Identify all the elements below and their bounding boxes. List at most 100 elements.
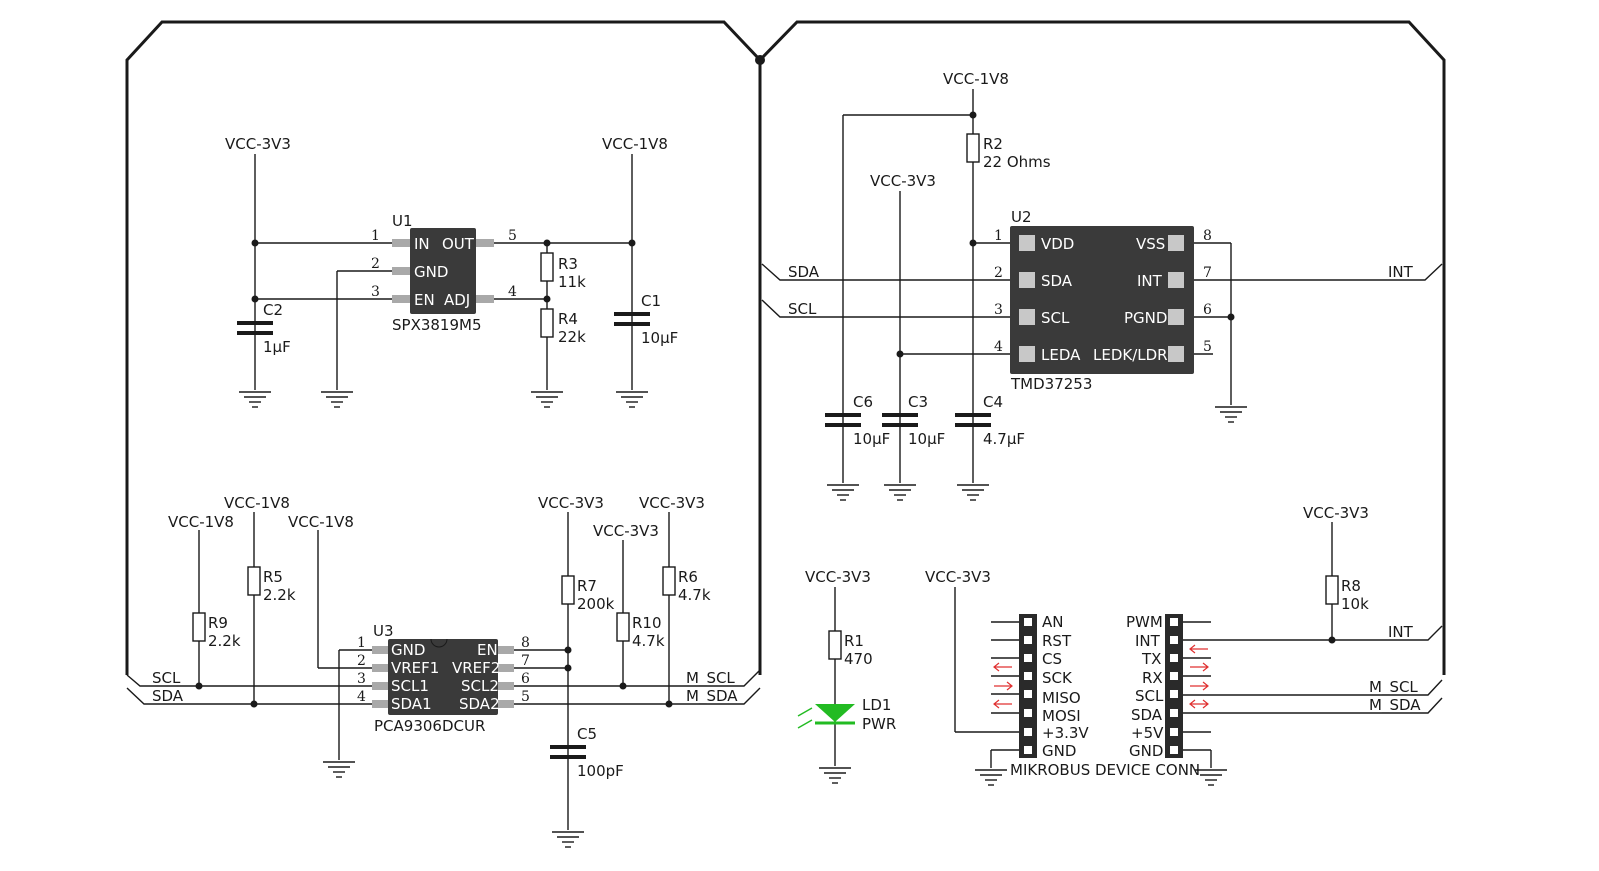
r10-resistor	[616, 612, 630, 642]
arrow-icon	[993, 699, 1012, 709]
u2-pin-label: VSS	[1136, 235, 1165, 253]
mikrobus-right-pin: SDA	[1131, 706, 1163, 724]
ground-symbol	[552, 831, 584, 848]
u2-pin-label: LEDK/LDR	[1093, 346, 1168, 364]
u2-pin-label: SDA	[1041, 272, 1073, 290]
arrow-icon	[1190, 681, 1209, 691]
mikrobus-left-pin: AN	[1042, 613, 1063, 631]
r7-ref: R7	[577, 577, 597, 595]
ld1-value: PWR	[862, 715, 896, 733]
u1-chip	[410, 228, 476, 314]
right-frame	[758, 20, 1446, 675]
c4-ref: C4	[983, 393, 1003, 411]
mikrobus-right-pin: RX	[1142, 669, 1163, 687]
vcc3v3-label-r6: VCC-3V3	[639, 494, 705, 512]
r6-value: 4.7k	[678, 586, 711, 604]
r3-resistor	[540, 252, 554, 282]
r3-ref: R3	[558, 255, 578, 273]
arrow-icon	[1190, 662, 1209, 672]
mikrobus-left-pin: SCK	[1042, 669, 1073, 687]
c3-ref: C3	[908, 393, 928, 411]
c5-value: 100pF	[577, 762, 624, 780]
u2-pin-num: 3	[994, 302, 1003, 318]
u2-pin-num: 6	[1203, 302, 1212, 318]
mikrobus-left-pin: MISO	[1042, 689, 1081, 707]
ground-symbol	[884, 484, 916, 501]
u2-pin-label: INT	[1137, 272, 1163, 290]
u1-pin-adj: ADJ	[444, 291, 470, 309]
r10-value: 4.7k	[632, 632, 665, 650]
mikrobus-right-pin: TX	[1141, 650, 1161, 668]
ground-symbol	[1195, 769, 1227, 786]
r5-value: 2.2k	[263, 586, 296, 604]
r5-ref: R5	[263, 568, 283, 586]
ld1-ref: LD1	[862, 696, 891, 714]
u3-pin-label: SDA2	[459, 695, 500, 713]
mikrobus-right-pin: INT	[1135, 632, 1161, 650]
u1-pin-num: 1	[371, 228, 380, 244]
c3-value: 10µF	[908, 430, 945, 448]
u1-part: SPX3819M5	[392, 316, 482, 334]
u1-pin-num: 2	[371, 256, 380, 272]
arrow-icon	[993, 662, 1012, 672]
ground-symbol	[827, 484, 859, 501]
u1-pin-num: 3	[371, 284, 380, 300]
ground-symbol	[323, 761, 355, 778]
m-sda-label-right: M_SDA	[1369, 696, 1421, 715]
ground-symbol	[531, 391, 563, 408]
mikrobus-left-pin: MOSI	[1042, 707, 1081, 725]
m-sda-label-left: M_SDA	[686, 687, 738, 706]
mikrobus-left-pin: RST	[1042, 632, 1072, 650]
sda-label-left: SDA	[152, 687, 184, 705]
u3-pin-num: 5	[521, 689, 530, 705]
frame-junction	[755, 55, 765, 65]
r1-value: 470	[844, 650, 873, 668]
u2-pin-num: 2	[994, 265, 1003, 281]
u2-pin-label: LEDA	[1041, 346, 1081, 364]
u3-pin-label: VREF1	[391, 659, 439, 677]
left-frame	[125, 20, 762, 675]
vcc3v3-label-ldo: VCC-3V3	[225, 135, 291, 153]
r4-resistor	[540, 308, 554, 338]
mikrobus-right-pin: +5V	[1131, 724, 1164, 742]
vcc1v8-label-r9: VCC-1V8	[168, 513, 234, 531]
mikrobus-title: MIKROBUS DEVICE CONN	[1010, 761, 1200, 779]
vcc1v8-label-sensor: VCC-1V8	[943, 70, 1009, 88]
r6-resistor	[662, 566, 676, 596]
mikrobus-left-pin: GND	[1042, 742, 1076, 760]
arrow-icon	[1189, 644, 1208, 654]
ldo-block: VCC-3V3 C2 1µF U	[225, 135, 678, 408]
vcc1v8-label-vref1: VCC-1V8	[288, 513, 354, 531]
r2-resistor	[966, 133, 980, 163]
arrow-icon	[994, 681, 1013, 691]
vcc3v3-label-led: VCC-3V3	[805, 568, 871, 586]
r10-ref: R10	[632, 614, 662, 632]
vcc3v3-label-r10: VCC-3V3	[593, 522, 659, 540]
u3-ref: U3	[373, 622, 394, 640]
u3-pin-num: 1	[357, 635, 366, 651]
u1-pin-gnd: GND	[414, 263, 448, 281]
power-led-block: VCC-3V3 R1 470 LD1 PWR	[797, 568, 896, 784]
mikrobus-connector: VCC-3V3	[925, 504, 1443, 786]
u3-pin-label: SCL1	[391, 677, 429, 695]
u1-pin-en: EN	[414, 291, 435, 309]
u1-pin-num: 5	[508, 228, 517, 244]
translator-block: VCC-1V8 VCC-1V8 VCC-1V8 R9 2.2k R5 2.2k …	[126, 494, 761, 848]
ground-symbol	[1215, 406, 1247, 423]
vcc1v8-label-r5: VCC-1V8	[224, 494, 290, 512]
ground-symbol	[616, 391, 648, 408]
u1-pin-in: IN	[414, 235, 430, 253]
r1-resistor	[828, 630, 842, 660]
scl-label-right: SCL	[788, 300, 817, 318]
vcc3v3-label-r7: VCC-3V3	[538, 494, 604, 512]
ground-symbol	[321, 391, 353, 408]
ground-symbol	[239, 391, 271, 408]
u1-pin-out: OUT	[442, 235, 475, 253]
led-symbol	[815, 704, 855, 722]
int-label-sensor: INT	[1388, 263, 1414, 281]
c4-value: 4.7µF	[983, 430, 1025, 448]
r7-resistor	[561, 575, 575, 605]
u3-pin-num: 2	[357, 653, 366, 669]
ground-symbol	[975, 769, 1007, 786]
u2-pin-num: 5	[1203, 339, 1212, 355]
